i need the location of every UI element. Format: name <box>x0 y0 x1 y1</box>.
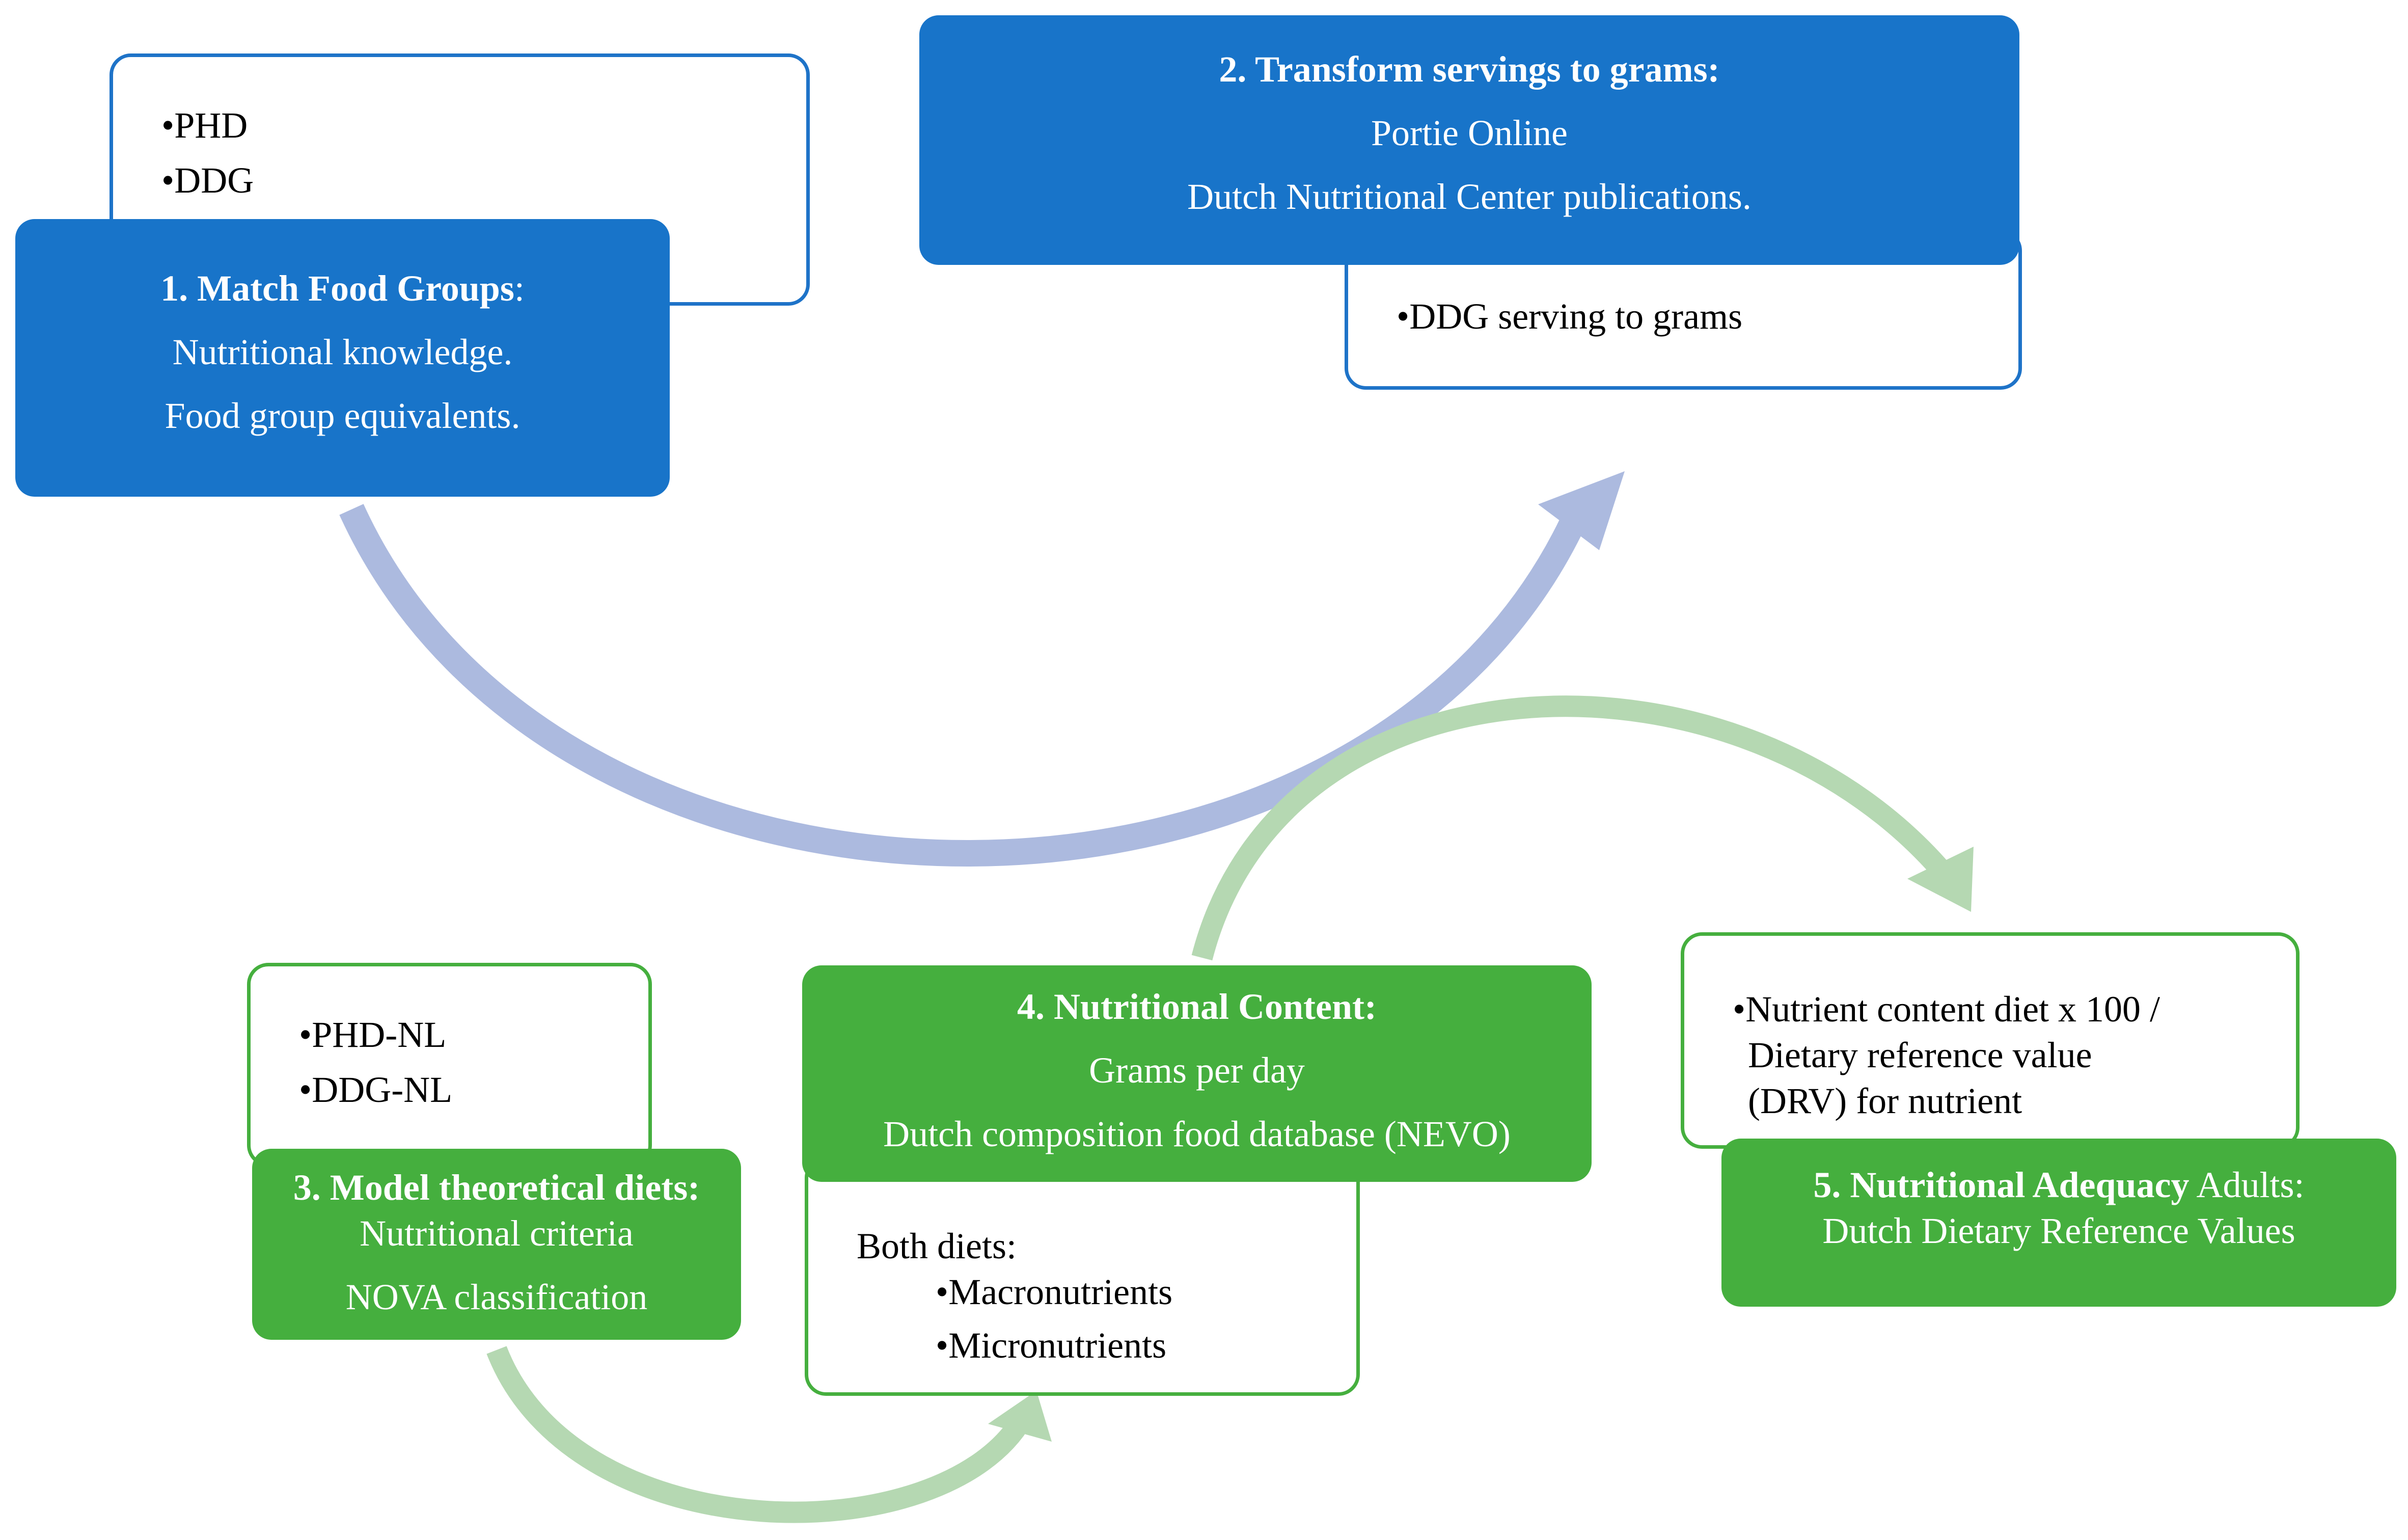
step4-intro: Both diets: <box>857 1226 1017 1266</box>
step1-bullet-phd: •PHD <box>161 105 248 146</box>
step2-line1: Portie Online <box>1371 113 1568 153</box>
step5-bullet-line3: (DRV) for nutrient <box>1748 1080 2022 1121</box>
step4-title: 4. Nutritional Content: <box>1017 986 1377 1027</box>
step3-line2: NOVA classification <box>345 1277 648 1317</box>
arrow-step1-to-step2 <box>339 504 1591 867</box>
step3-line1: Nutritional criteria <box>360 1213 634 1254</box>
step4-bullet-macro: •Macronutrients <box>936 1272 1173 1312</box>
step3-bullet-box: •PHD-NL •DDG-NL <box>247 963 652 1167</box>
arrow-head-step5 <box>1907 847 1974 912</box>
step2-box: 2. Transform servings to grams: Portie O… <box>919 15 2019 265</box>
step5-line1: Dutch Dietary Reference Values <box>1822 1210 2295 1251</box>
arrow-head-step4 <box>988 1391 1052 1442</box>
step4-bullet-micro: •Micronutrients <box>936 1325 1167 1366</box>
step1-line2: Food group equivalents. <box>165 395 521 436</box>
step1-line1: Nutritional knowledge. <box>172 332 513 372</box>
step2-bullet-ddg-serving: •DDG serving to grams <box>1397 296 1743 337</box>
step3-bullet-phd-nl: •PHD-NL <box>299 1014 447 1055</box>
step5-title: 5. Nutritional Adequacy Adults: <box>1813 1165 2305 1205</box>
step4-line1: Grams per day <box>1089 1050 1305 1091</box>
step3-box: 3. Model theoretical diets: Nutritional … <box>252 1149 741 1340</box>
step1-box: 1. Match Food Groups: Nutritional knowle… <box>15 219 670 497</box>
step4-line2: Dutch composition food database (NEVO) <box>883 1114 1511 1154</box>
step5-bullet-box: •Nutrient content diet x 100 / Dietary r… <box>1681 932 2300 1149</box>
step5-box: 5. Nutritional Adequacy Adults: Dutch Di… <box>1721 1139 2396 1307</box>
arrow-head-step2 <box>1538 471 1625 550</box>
step4-box: 4. Nutritional Content: Grams per day Du… <box>802 965 1592 1182</box>
step3-title: 3. Model theoretical diets: <box>293 1167 700 1208</box>
step5-bullet-line1: •Nutrient content diet x 100 / <box>1733 989 2160 1030</box>
arrow-step3-to-step4 <box>486 1346 1033 1523</box>
step3-bullet-ddg-nl: •DDG-NL <box>299 1069 453 1110</box>
step4-bullet-box: Both diets: •Macronutrients •Micronutrie… <box>805 1156 1360 1396</box>
step2-line2: Dutch Nutritional Center publications. <box>1187 176 1752 217</box>
step1-title: 1. Match Food Groups: <box>160 268 525 309</box>
step5-bullet-line2: Dietary reference value <box>1748 1035 2092 1075</box>
step2-title: 2. Transform servings to grams: <box>1219 49 1720 90</box>
arrow-step4-to-step5 <box>1191 695 1959 961</box>
step1-bullet-ddg: •DDG <box>161 160 254 201</box>
